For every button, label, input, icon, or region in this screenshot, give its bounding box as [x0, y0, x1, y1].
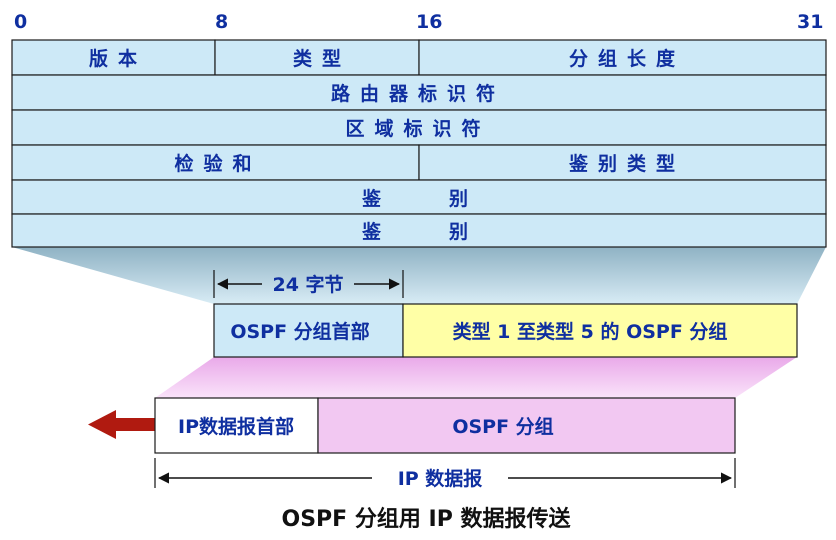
red-left-arrow [88, 410, 156, 439]
bit-label-0: 0 [14, 11, 27, 33]
field-checksum [11, 144, 420, 181]
ospf-packet-bar: OSPF 分组首部 类型 1 至类型 5 的 OSPF 分组 [213, 303, 798, 358]
ip-datagram-dimension: IP 数据报 [154, 458, 736, 490]
ip-payload-box [317, 397, 736, 454]
field-router-id [11, 74, 827, 111]
field-version-label: 版本 [89, 47, 147, 70]
field-router-id-label: 路由器标识符 [331, 82, 505, 105]
field-type-label: 类型 [293, 47, 351, 70]
ospf-header-box [213, 303, 404, 358]
field-area-id-label: 区域标识符 [345, 117, 490, 140]
diagram-caption: OSPF 分组用 IP 数据报传送 [282, 506, 571, 532]
ospf-header-label: OSPF 分组首部 [230, 320, 369, 343]
field-auth-type-label: 鉴别类型 [568, 152, 685, 175]
ip-datagram-bar: IP数据报首部 OSPF 分组 [154, 397, 736, 454]
field-packet-length-label: 分组长度 [569, 47, 685, 70]
ip-header-label: IP数据报首部 [178, 415, 294, 438]
bit-label-16: 16 [416, 11, 442, 33]
ospf-body-box [402, 303, 798, 358]
packet-expansion-funnel [155, 357, 797, 398]
field-authentication-1-label: 鉴 别 [361, 188, 478, 210]
header-expansion-funnel [12, 247, 826, 304]
ip-datagram-span-label: IP 数据报 [398, 467, 483, 490]
ospf-body-label: 类型 1 至类型 5 的 OSPF 分组 [453, 320, 728, 343]
field-type [214, 39, 420, 76]
bit-label-8: 8 [215, 11, 228, 33]
field-packet-length [418, 39, 827, 76]
header-size-label: 24 字节 [272, 273, 343, 296]
ospf-header-grid: 版本 类型 分组长度 路由器标识符 区域标识符 检验和 鉴别类型 鉴 别 鉴 别 [11, 39, 827, 248]
header-size-dimension: 24 字节 [213, 270, 404, 298]
field-authentication-1 [11, 179, 827, 215]
bit-label-31: 31 [797, 11, 823, 33]
ip-header-box [154, 397, 319, 454]
field-checksum-label: 检验和 [174, 152, 261, 175]
field-version [11, 39, 216, 76]
ip-payload-label: OSPF 分组 [452, 415, 553, 438]
field-authentication-2-label: 鉴 别 [361, 221, 478, 243]
field-authentication-2 [11, 213, 827, 248]
